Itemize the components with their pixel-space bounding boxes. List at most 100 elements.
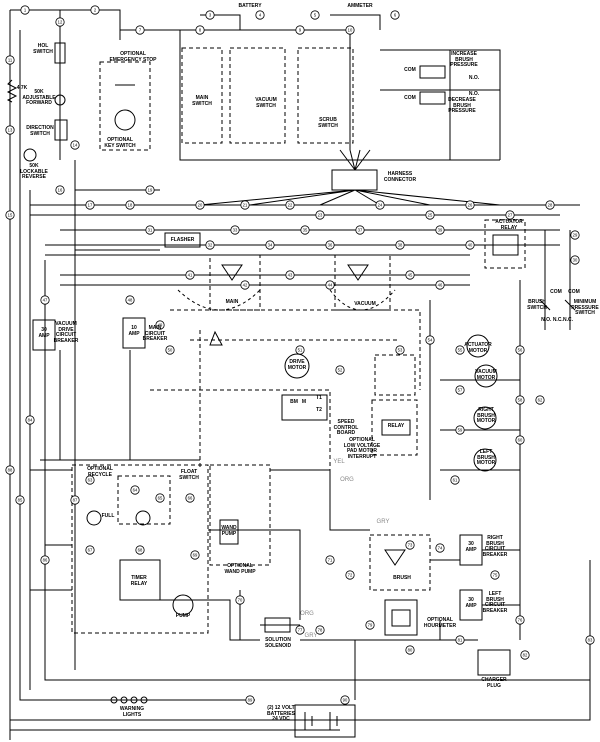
main-switch-label: MAIN SWITCH bbox=[192, 95, 212, 107]
wire-number-marker bbox=[85, 200, 95, 210]
wire-number-marker bbox=[465, 240, 475, 250]
wire-number: 43 bbox=[288, 273, 293, 278]
wire-number-marker bbox=[205, 240, 215, 250]
solution-solenoid-label: SOLUTION SOLENOID bbox=[264, 637, 292, 649]
hol-switch-label: HOL SWITCH bbox=[33, 43, 53, 55]
decrease-brush-label: DECREASE BRUSH PRESSURE bbox=[448, 97, 476, 115]
wire-number-marker bbox=[405, 645, 415, 655]
wire-number-marker bbox=[135, 545, 145, 555]
wire-number-marker bbox=[165, 345, 175, 355]
wire-number-marker bbox=[40, 555, 50, 565]
wire-number-marker bbox=[285, 270, 295, 280]
min-pressure-label: MINIMUM PRESSURE SWITCH bbox=[571, 299, 599, 317]
wire-number-marker bbox=[85, 545, 95, 555]
wire-number: 50 bbox=[168, 348, 173, 353]
drive-motor-label: DRIVE MOTOR bbox=[287, 359, 307, 371]
wire-number-marker bbox=[295, 625, 305, 635]
optional-recycle-label: OPTIONAL RECYCLE bbox=[87, 466, 113, 478]
flasher-label: FLASHER bbox=[170, 237, 195, 243]
wire-number-marker bbox=[325, 240, 335, 250]
wire-number: 80 bbox=[408, 648, 413, 653]
wire-color-gry-2: GRY bbox=[304, 633, 318, 639]
wire-number-marker bbox=[545, 200, 555, 210]
wire-color-org-2: ORG bbox=[300, 611, 314, 617]
wire-number-marker bbox=[405, 270, 415, 280]
wire-number: 30 bbox=[573, 258, 578, 263]
wire-number: 32 bbox=[208, 243, 213, 248]
wire-number-marker bbox=[185, 270, 195, 280]
wire-number: 28 bbox=[548, 203, 553, 208]
harness-connector-label: HARNESS CONNECTOR bbox=[383, 171, 417, 183]
left-breaker-label: LEFT BRUSH CIRCUIT BREAKER bbox=[482, 591, 508, 614]
wire-number-marker bbox=[70, 140, 80, 150]
wire-number-marker bbox=[535, 395, 545, 405]
actuator-motor-label: ACTUATOR MOTOR bbox=[464, 342, 492, 354]
wire-number: 6 bbox=[394, 13, 397, 18]
wire-number: 81 bbox=[458, 638, 463, 643]
wire-number-marker bbox=[85, 475, 95, 485]
wire-number-marker bbox=[515, 345, 525, 355]
wire-number: 61 bbox=[453, 478, 458, 483]
wire-number: 2 bbox=[94, 8, 97, 13]
wire-number: 79 bbox=[368, 623, 373, 628]
wire-number: 19 bbox=[148, 188, 153, 193]
t1-label: T1 bbox=[316, 395, 322, 401]
wire-number: 72 bbox=[348, 573, 353, 578]
wire-number: 67 bbox=[88, 548, 93, 553]
wire-number: 20 bbox=[198, 203, 203, 208]
vacuum-breaker-label: VACUUM DRIVE CIRCUIT BREAKER bbox=[53, 321, 79, 344]
wire-number: 36 bbox=[328, 243, 333, 248]
right-brush-motor-label: RIGHT BRUSH MOTOR bbox=[476, 407, 496, 425]
battery-label: BATTERY bbox=[238, 3, 262, 9]
wire-number-marker bbox=[185, 493, 195, 503]
wire-number-marker bbox=[195, 25, 205, 35]
wire-number-marker bbox=[425, 210, 435, 220]
wire-number: 14 bbox=[73, 143, 78, 148]
wire-number: 40 bbox=[468, 243, 473, 248]
wire-number: 29 bbox=[573, 233, 578, 238]
no-label-1: N.O. bbox=[468, 75, 480, 81]
wire-number: 54 bbox=[428, 338, 433, 343]
wire-number-marker bbox=[515, 435, 525, 445]
wire-number: 35 bbox=[303, 228, 308, 233]
wire-number-marker bbox=[375, 200, 385, 210]
wire-number-marker bbox=[505, 210, 515, 220]
wire-number-marker bbox=[145, 185, 155, 195]
wire-number-marker bbox=[70, 495, 80, 505]
wire-number-marker bbox=[355, 225, 365, 235]
left-breaker-amp: 30 AMP bbox=[465, 597, 477, 609]
wire-number-marker bbox=[435, 225, 445, 235]
wire-number: 73 bbox=[408, 543, 413, 548]
wire-number-marker bbox=[240, 200, 250, 210]
adjustable-forward-label: 50K ADJUSTABLE FORWARD bbox=[22, 89, 56, 107]
wire-number-marker bbox=[20, 5, 30, 15]
wire-number-marker bbox=[455, 345, 465, 355]
full-label: FULL bbox=[101, 513, 115, 519]
wire-number-marker bbox=[425, 335, 435, 345]
wire-number-marker bbox=[25, 415, 35, 425]
wire-color-gry-1: GRY bbox=[376, 519, 390, 525]
wire-number: 65 bbox=[158, 496, 163, 501]
bm-label: BM bbox=[290, 399, 298, 405]
wire-number: 25 bbox=[428, 213, 433, 218]
wire-number: 75 bbox=[493, 573, 498, 578]
wire-number: 47 bbox=[43, 298, 48, 303]
wire-number: 86 bbox=[43, 558, 48, 563]
wire-number: 42 bbox=[243, 283, 248, 288]
wire-number-marker bbox=[515, 615, 525, 625]
wire-number-marker bbox=[245, 695, 255, 705]
right-breaker-amp: 30 AMP bbox=[465, 541, 477, 553]
wire-number-marker bbox=[125, 200, 135, 210]
wire-number: 84 bbox=[28, 418, 33, 423]
wire-number-marker bbox=[15, 495, 25, 505]
wire-number-marker bbox=[195, 200, 205, 210]
wire-number: 33 bbox=[233, 228, 238, 233]
resistor-label: 4.7K bbox=[16, 85, 28, 91]
wire-number-marker bbox=[5, 210, 15, 220]
com-label-3: COM bbox=[550, 289, 562, 295]
wire-number-marker bbox=[255, 10, 265, 20]
wire-number-marker bbox=[455, 425, 465, 435]
wire-number: 5 bbox=[314, 13, 317, 18]
wire-number-marker bbox=[315, 625, 325, 635]
